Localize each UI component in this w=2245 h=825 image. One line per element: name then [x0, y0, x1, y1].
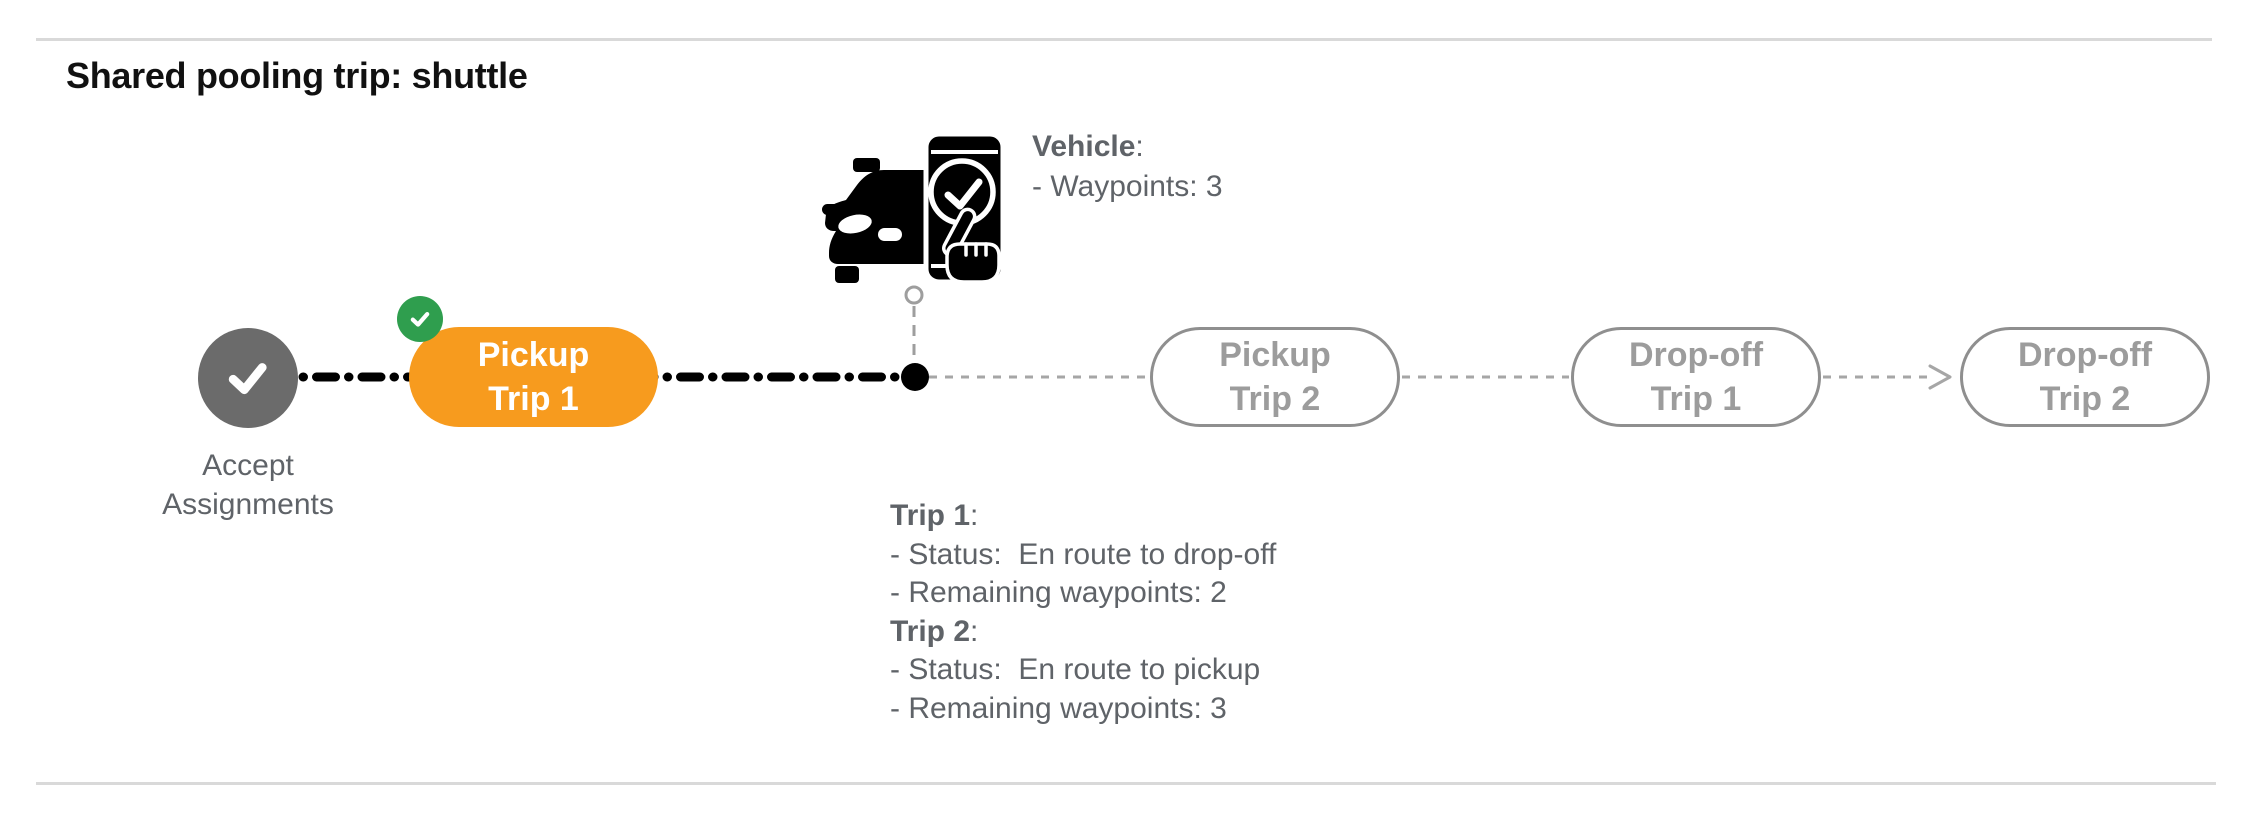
trip2-heading: Trip 2:	[890, 614, 979, 648]
trip2-remaining: - Remaining waypoints: 3	[890, 691, 1227, 725]
node-pickup-trip-2: Pickup Trip 2	[1150, 327, 1400, 427]
check-icon	[228, 363, 267, 395]
trip1-heading: Trip 1:	[890, 499, 979, 532]
trip-status-block: Trip 1: - Status: En route to drop-off -…	[890, 497, 1276, 729]
page-title: Shared pooling trip: shuttle	[66, 55, 528, 96]
arrowhead-icon	[1928, 364, 1952, 390]
trip1-remaining: - Remaining waypoints: 2	[890, 576, 1227, 610]
trip2-status: - Status: En route to pickup	[890, 653, 1261, 687]
vehicle-heading-colon: :	[1135, 130, 1144, 163]
vehicle-info: Vehicle: - Waypoints: 3	[1032, 127, 1223, 207]
node-accept-assignments	[198, 328, 298, 428]
bottom-divider	[36, 782, 2216, 785]
vehicle-app-icon	[822, 131, 1006, 285]
node-dropoff-trip-2: Drop-off Trip 2	[1960, 327, 2210, 427]
vehicle-heading: Vehicle:	[1032, 127, 1223, 167]
node-dropoff-trip-1: Drop-off Trip 1	[1571, 327, 1821, 427]
trip1-status: - Status: En route to drop-off	[890, 537, 1277, 571]
check-icon	[410, 311, 430, 327]
pointing-hand-icon	[942, 207, 1001, 284]
completed-badge	[397, 296, 443, 342]
current-position-dot	[901, 363, 929, 391]
node-pickup-trip-1: Pickup Trip 1	[409, 327, 658, 427]
vehicle-heading-label: Vehicle	[1032, 130, 1136, 163]
vehicle-waypoints: - Waypoints: 3	[1032, 170, 1223, 203]
car-icon	[822, 158, 927, 283]
accept-assignments-label: Accept Assignments	[162, 449, 334, 521]
top-divider	[36, 38, 2212, 41]
vehicle-link-circle	[904, 285, 924, 305]
